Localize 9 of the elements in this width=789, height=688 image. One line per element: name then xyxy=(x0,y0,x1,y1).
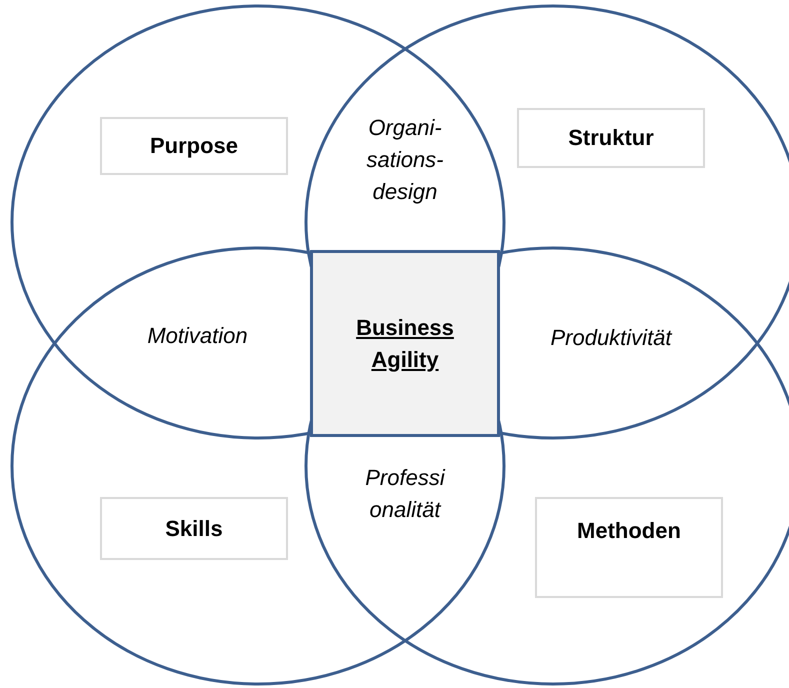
overlap-label: Produktivität xyxy=(549,324,674,352)
text-box: Purpose xyxy=(100,117,288,175)
text-box: Methoden xyxy=(535,497,723,598)
overlap-label: Motivation xyxy=(146,322,249,350)
text-box: Skills xyxy=(100,497,288,560)
center-box: Business Agility xyxy=(310,250,500,437)
text-box: Struktur xyxy=(517,108,705,168)
overlap-label: Professi onalität xyxy=(364,464,446,524)
overlap-label: Organi-sations-design xyxy=(365,114,445,206)
